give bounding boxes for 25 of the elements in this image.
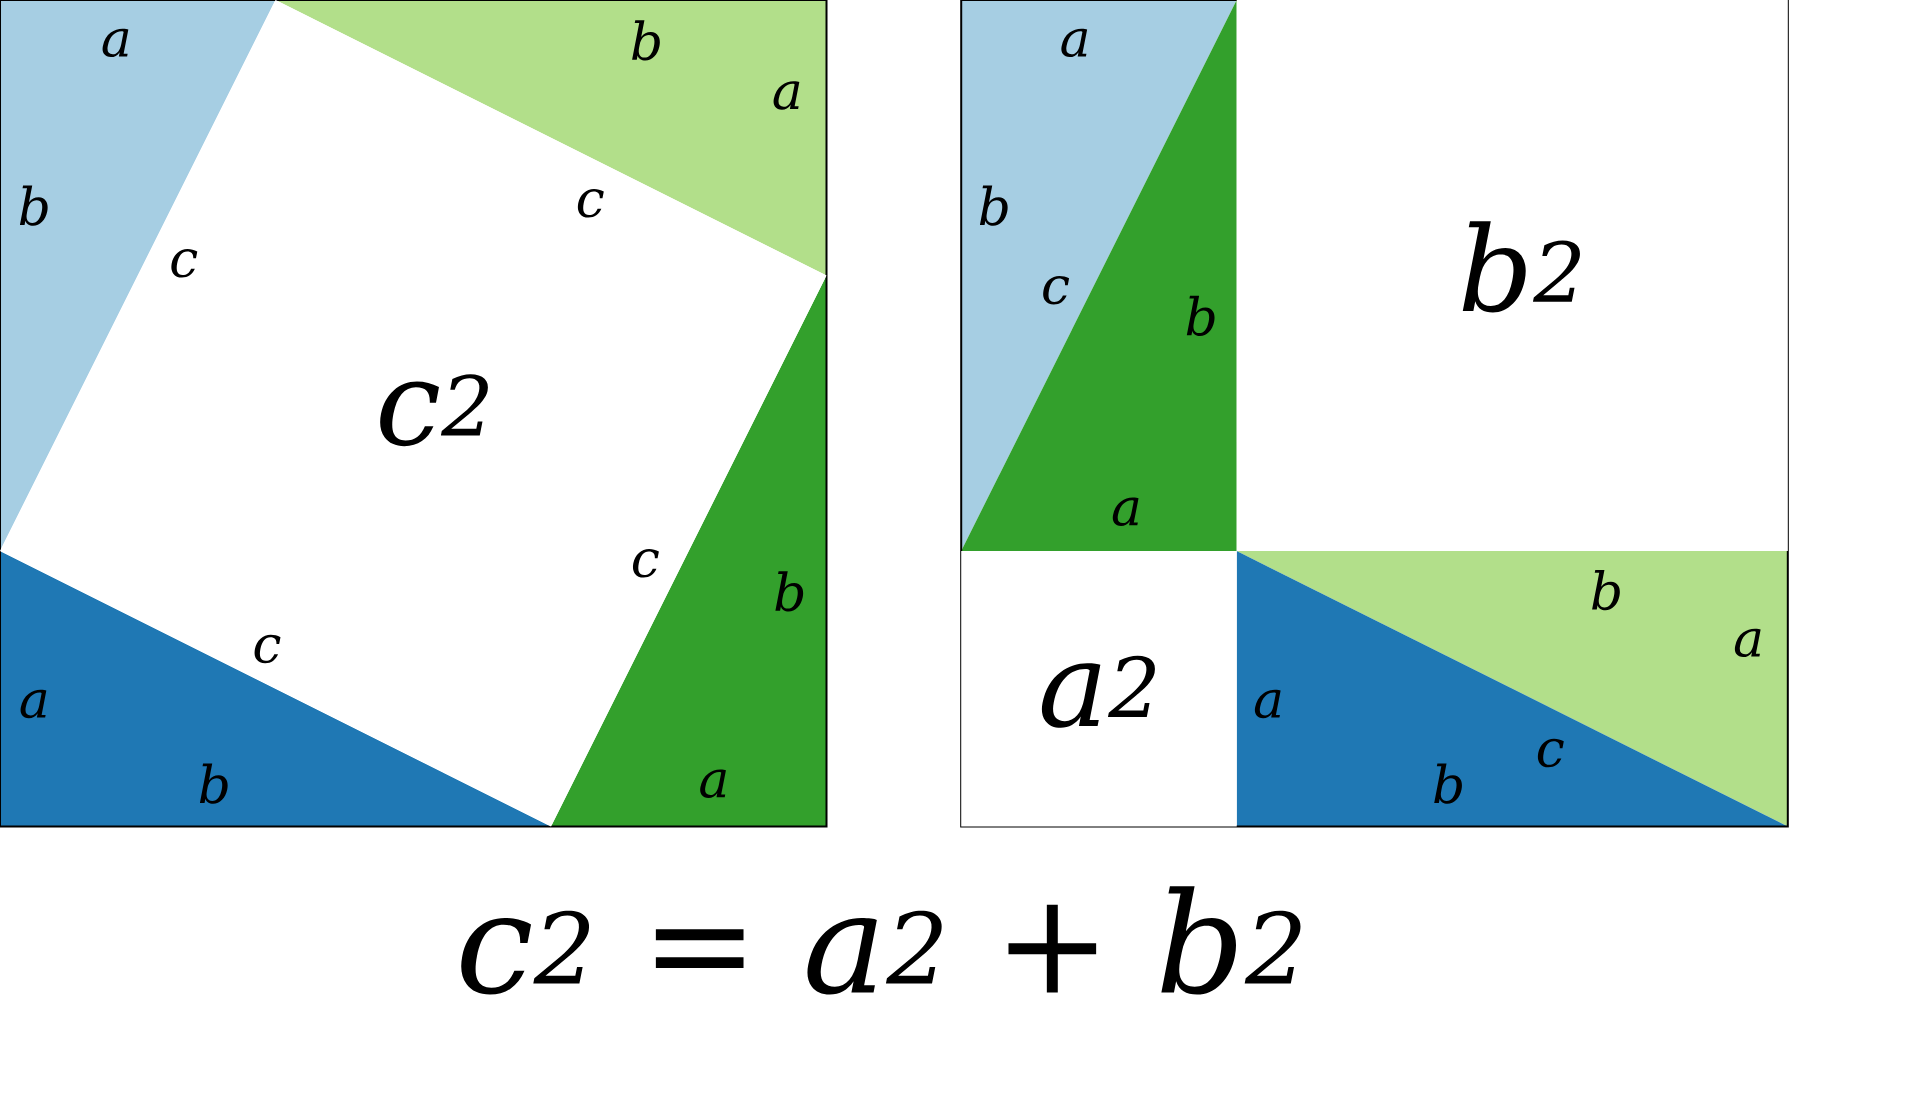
side-label: c [171,249,198,278]
side-label: b [775,571,804,612]
side-label: c [1537,738,1564,768]
side-label: b [1434,763,1462,804]
node-label: b$^{2}$ [1462,221,1580,313]
side-label: a [700,769,726,798]
equation: c$^{2}$ = a$^{2}$ + b$^{2}$ [461,886,1301,995]
square-area: a$^{2}$ [961,551,1237,827]
side-label: b [979,185,1008,226]
side-label: c [1043,275,1070,305]
side-label: a [773,81,800,110]
side-label: a [1734,628,1761,658]
side-label: b [632,20,660,61]
side-label: c [577,189,604,218]
side-label: b [19,185,48,226]
side-label: a [1061,28,1088,58]
side-label: a [20,689,47,719]
node-label: a$^{2}$ [1041,655,1155,728]
side-label: c [254,634,281,664]
side-label: c [632,549,659,578]
square-area: b$^{2}$ [1236,0,1788,551]
side-label: a [1112,497,1139,526]
side-label: a [1254,689,1281,719]
side-label: b [199,763,228,804]
side-label: a [102,28,129,58]
